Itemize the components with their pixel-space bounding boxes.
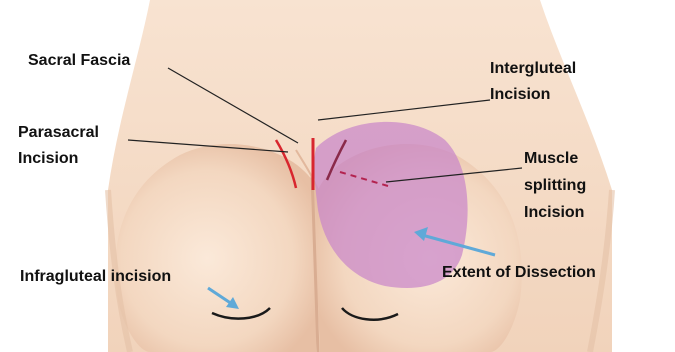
infragluteal-label: Infragluteal incision (20, 266, 171, 287)
intergluteal-label-line2: Incision (490, 84, 550, 105)
sacral-fascia-label: Sacral Fascia (28, 50, 130, 71)
parasacral-label-line1: Parasacral (18, 122, 99, 143)
parasacral-label-line2: Incision (18, 148, 78, 169)
muscle-splitting-label-line2: splitting (524, 175, 586, 196)
intergluteal-label-line1: Intergluteal (490, 58, 576, 79)
muscle-splitting-label-line1: Muscle (524, 148, 578, 169)
extent-of-dissection-label: Extent of Dissection (442, 262, 596, 283)
muscle-splitting-label-line3: Incision (524, 202, 584, 223)
